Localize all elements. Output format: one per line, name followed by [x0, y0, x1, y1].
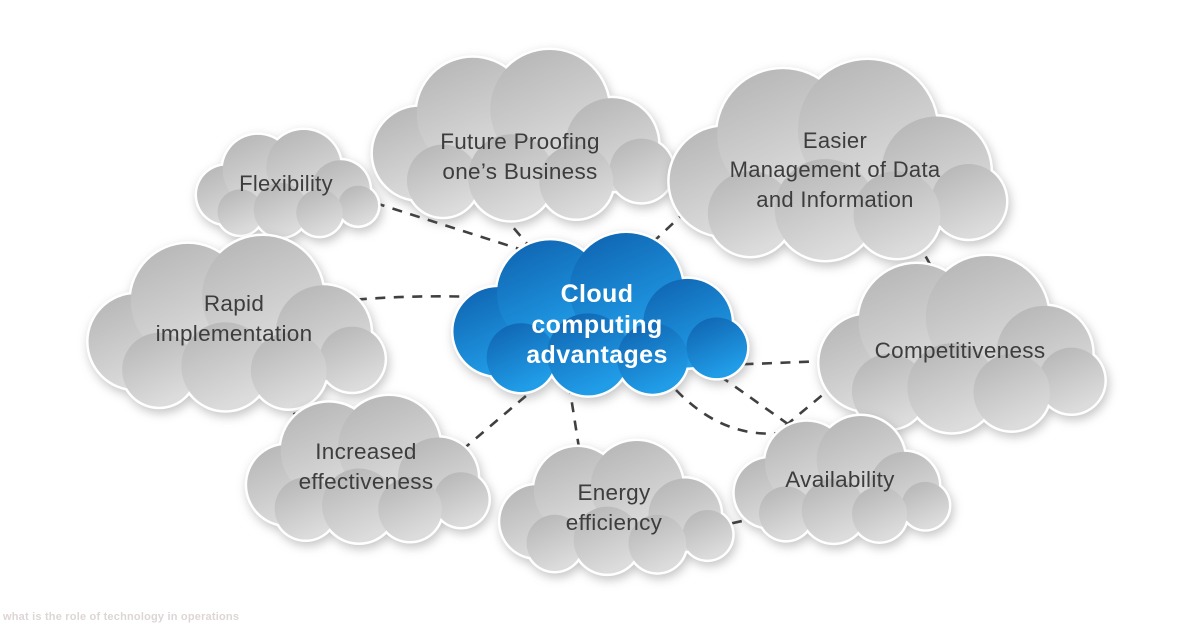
connector-easiermgmt-center [635, 197, 701, 259]
cloud-shape-icon [732, 413, 952, 546]
cloud-availability: Availability [732, 413, 952, 546]
cloud-competitiveness: Competitiveness [816, 253, 1107, 435]
cloud-shape-icon [244, 393, 491, 546]
connector-center-competitiveness [724, 358, 851, 367]
cloud-increased-effectiveness: Increased effectiveness [244, 393, 491, 546]
cloud-future-proofing: Future Proofing one’s Business [370, 47, 676, 223]
cloud-center-title: Cloud computing advantages [450, 230, 750, 398]
connector-competitiveness-availability [777, 371, 851, 433]
cloud-shape-icon [816, 253, 1107, 435]
cloud-energy-efficiency: Energy efficiency [497, 438, 735, 577]
cloud-rapid-implementation: Rapid implementation [86, 233, 388, 413]
cloud-center-shape-icon [450, 230, 750, 398]
cloud-shape-icon [194, 127, 381, 240]
cloud-shape-icon [370, 47, 676, 223]
cloud-shape-icon [497, 438, 735, 577]
cloud-shape-icon [86, 233, 388, 413]
cloud-easier-management: Easier Management of Data and Informatio… [667, 57, 1009, 263]
cloud-flexibility: Flexibility [194, 127, 381, 240]
watermark-text: what is the role of technology in operat… [3, 611, 240, 623]
cloud-shape-icon [667, 57, 1009, 263]
